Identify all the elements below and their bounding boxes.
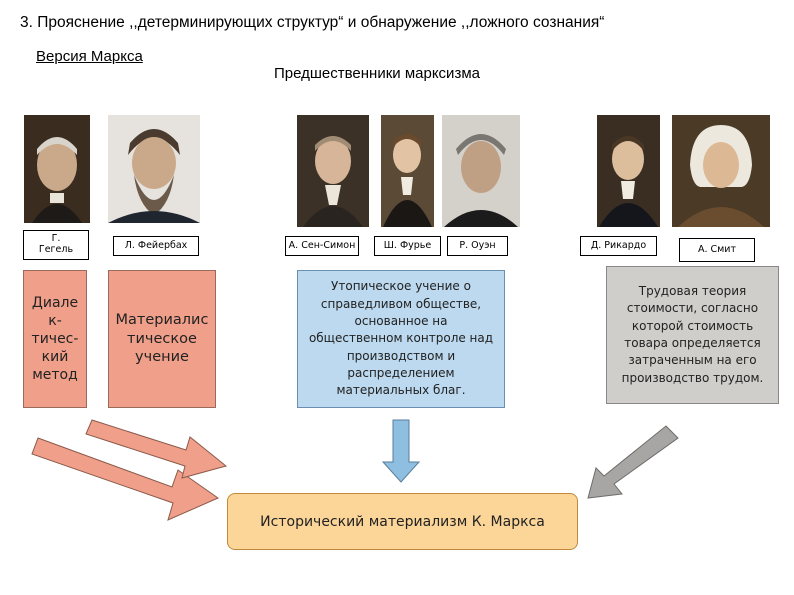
label-smith: А. Смит	[679, 238, 755, 262]
label-fourier: Ш. Фурье	[374, 236, 441, 256]
fourier-portrait-image	[381, 115, 434, 227]
arrow-utopian-to-result	[381, 419, 421, 483]
portrait-hegel	[24, 115, 90, 223]
smith-portrait-image	[672, 115, 770, 227]
label-feuerbach: Л. Фейербах	[113, 236, 199, 256]
box-dialectic-method: Диале к- тичес- кий метод	[23, 270, 87, 408]
marx-version-heading: Версия Маркса	[36, 48, 143, 65]
arrow-materialist-to-result	[85, 419, 228, 479]
portrait-saint-simon	[297, 115, 369, 227]
feuerbach-portrait-image	[108, 115, 200, 223]
ricardo-portrait-image	[597, 115, 660, 227]
label-hegel: Г. Гегель	[23, 230, 89, 260]
label-ricardo: Д. Рикардо	[580, 236, 657, 256]
label-owen: Р. Оуэн	[447, 236, 508, 256]
saint-simon-portrait-image	[297, 115, 369, 227]
portrait-owen	[442, 115, 520, 227]
portrait-feuerbach	[108, 115, 200, 223]
arrow-labor-to-result	[587, 425, 679, 499]
portrait-smith	[672, 115, 770, 227]
arrow-dialectic-to-result	[31, 437, 220, 521]
owen-portrait-image	[442, 115, 520, 227]
box-utopian-teaching: Утопическое учение о справедливом общест…	[297, 270, 505, 408]
portrait-ricardo	[597, 115, 660, 227]
box-labor-theory: Трудовая теория стоимости, согласно кото…	[606, 266, 779, 404]
hegel-portrait-image	[24, 115, 90, 223]
predecessors-heading: Предшественники марксизма	[274, 65, 480, 82]
slide-title: 3. Прояснение ,,детерминирующих структур…	[20, 14, 605, 31]
label-saint-simon: А. Сен-Симон	[285, 236, 359, 256]
box-historical-materialism: Исторический материализм К. Маркса	[227, 493, 578, 550]
box-materialist-teaching: Материалис тическое учение	[108, 270, 216, 408]
portrait-fourier	[381, 115, 434, 227]
